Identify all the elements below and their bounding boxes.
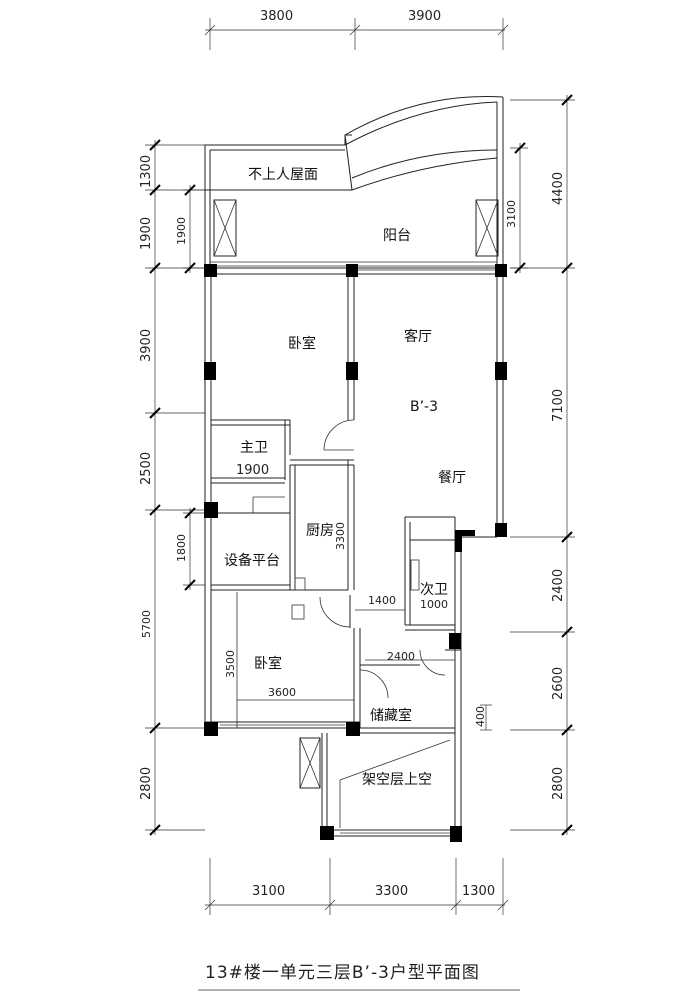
right-outer-dimension-chain: 4400 7100 2400 2600 2800: [510, 94, 575, 836]
column: [346, 264, 358, 277]
column: [455, 530, 475, 552]
label-bedroom2: 卧室: [254, 655, 282, 672]
dim-left-inner-2: 1800: [175, 534, 188, 562]
dim-right-1: 4400: [551, 172, 566, 205]
dim-storage-width: 2400: [387, 650, 415, 663]
dim-second-bath-width: 1000: [420, 598, 448, 611]
column: [204, 502, 218, 518]
column: [204, 264, 217, 277]
left-inner-dimension-chain: 1900 1800: [175, 184, 205, 591]
dim-left-inner-1: 1900: [175, 217, 188, 245]
dim-master-bath-width: 1900: [236, 463, 269, 478]
label-roof: 不上人屋面: [248, 167, 318, 183]
column: [346, 362, 358, 380]
dim-left-1: 1300: [139, 155, 154, 188]
dim-left-2: 1900: [139, 217, 154, 250]
dim-kitchen-depth: 3300: [334, 522, 347, 550]
dim-right-2: 7100: [551, 389, 566, 422]
label-unit-code: B’-3: [410, 399, 438, 415]
column: [449, 633, 461, 649]
dim-right-4: 2600: [551, 667, 566, 700]
bottom-dimension-chain: 3100 3300 1300: [204, 858, 509, 915]
column: [204, 722, 218, 736]
column: [320, 826, 334, 840]
dim-left-5: 5700: [140, 610, 153, 638]
interior-dimension-lines: [237, 609, 492, 731]
dim-left-3: 3900: [139, 329, 154, 362]
label-storage: 储藏室: [370, 707, 412, 724]
dim-left-6: 2800: [139, 767, 154, 800]
label-bedroom1: 卧室: [288, 335, 316, 352]
dim-bottom-3: 1300: [462, 884, 495, 899]
column: [495, 523, 507, 537]
column: [495, 362, 507, 380]
label-kitchen: 厨房: [306, 523, 334, 539]
right-inner-dimension-chain: 3100: [505, 142, 528, 274]
dim-right-3: 2400: [551, 569, 566, 602]
label-void-above: 架空层上空: [362, 772, 432, 788]
label-living: 客厅: [404, 328, 432, 345]
dim-bottom-1: 3100: [252, 884, 285, 899]
drawing-title: 13#楼一单元三层B’-3户型平面图: [205, 963, 480, 983]
dim-right-inner-1: 3100: [505, 200, 518, 228]
dim-corridor-width: 1400: [368, 594, 396, 607]
structural-columns: [204, 264, 507, 842]
column: [495, 264, 507, 277]
label-second-bath: 次卫: [420, 582, 448, 598]
dim-top-2: 3900: [408, 9, 441, 24]
dim-bottom-2: 3300: [375, 884, 408, 899]
label-master-bath: 主卫: [240, 440, 268, 456]
column: [346, 722, 360, 736]
main-walls: [204, 267, 504, 837]
column: [204, 362, 216, 380]
label-dining: 餐厅: [438, 470, 466, 486]
dim-right-5: 2800: [551, 767, 566, 800]
roof-and-balcony: 不上人屋面 阳台: [204, 96, 504, 268]
column: [450, 826, 462, 842]
dim-left-4: 2500: [139, 452, 154, 485]
left-outer-dimension-chain: 1300 1900 3900 2500 5700 2800: [139, 139, 205, 836]
dim-storage-gap: 400: [474, 706, 487, 727]
dim-bedroom2-width: 3600: [268, 686, 296, 699]
top-dimension-chain: 3800 3900: [204, 9, 509, 50]
dim-top-1: 3800: [260, 9, 293, 24]
dim-bedroom2-depth: 3500: [224, 650, 237, 678]
label-balcony: 阳台: [383, 228, 411, 244]
label-equipment-platform: 设备平台: [224, 552, 280, 569]
